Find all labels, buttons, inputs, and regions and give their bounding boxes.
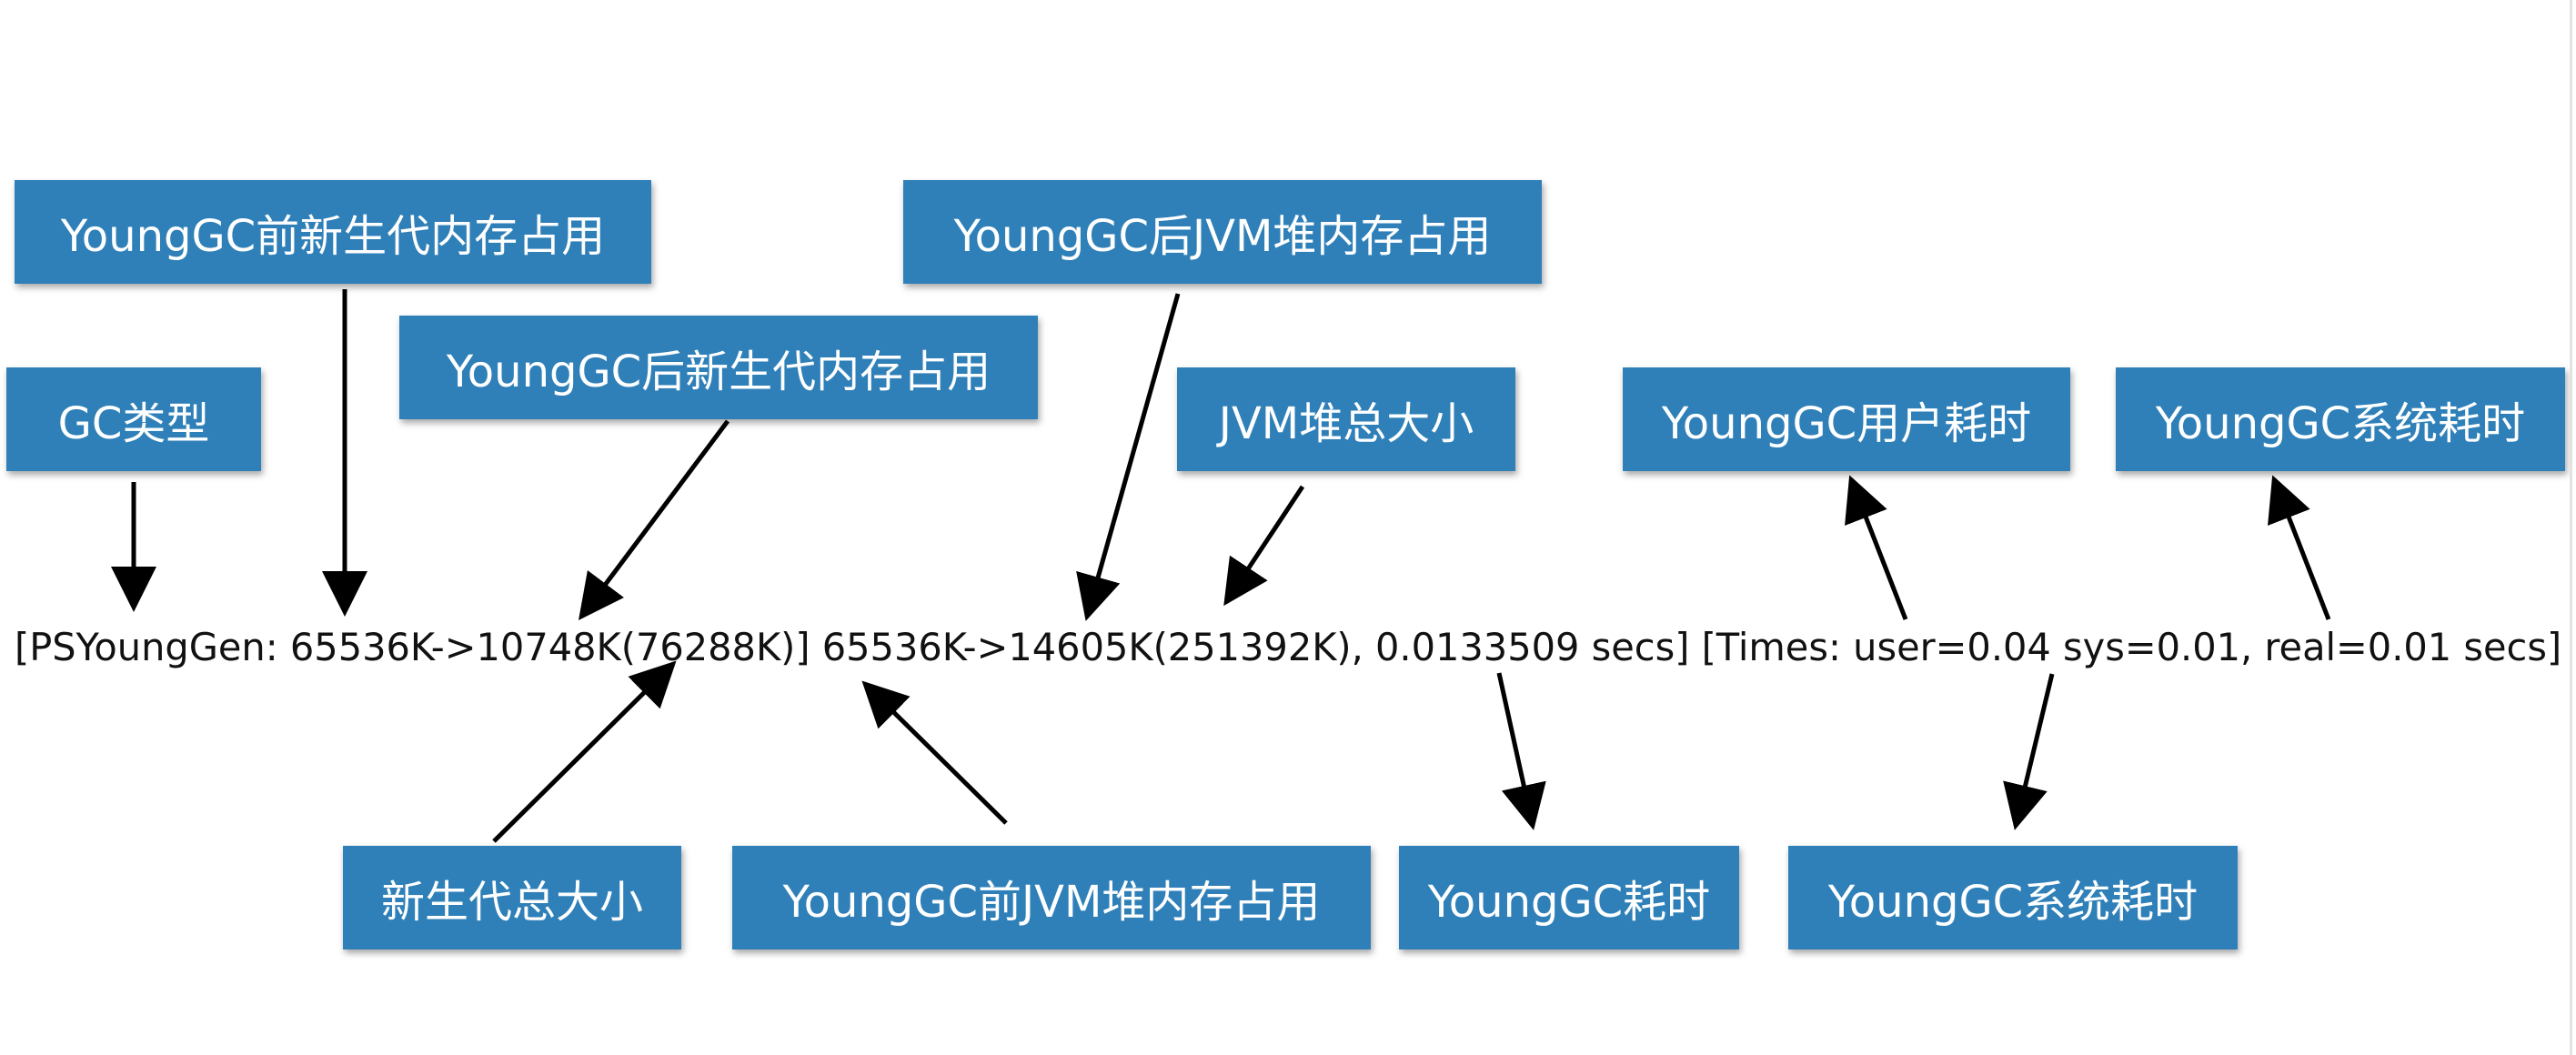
label-gc-time: YoungGC耗时 [1399, 846, 1739, 950]
label-young-before-young: YoungGC前新生代内存占用 [15, 180, 651, 284]
label-sys-time-top: YoungGC系统耗时 [2116, 367, 2565, 471]
arrow-gc-time [1496, 672, 1546, 830]
arrow-young-before-heap [861, 680, 1008, 825]
label-young-after-young: YoungGC后新生代内存占用 [399, 316, 1038, 419]
arrow-sys-time-top [2268, 475, 2331, 620]
arrow-young-after-young [579, 419, 730, 621]
right-edge-rule [2570, 0, 2572, 1055]
gc-log-line: [PSYoungGen: 65536K->10748K(76288K)] 655… [15, 624, 2562, 669]
label-gc-type: GC类型 [6, 367, 261, 471]
arrow-young-total [492, 660, 677, 843]
arrow-heap-total [1223, 485, 1305, 607]
label-heap-total: JVM堆总大小 [1177, 367, 1515, 471]
label-sys-time-bottom: YoungGC系统耗时 [1788, 846, 2238, 950]
label-young-total: 新生代总大小 [343, 846, 681, 950]
arrow-sys-time-bottom [2003, 673, 2055, 830]
label-young-after-heap: YoungGC后JVM堆内存占用 [903, 180, 1542, 284]
label-user-time: YoungGC用户耗时 [1623, 367, 2070, 471]
arrow-young-after-heap [1076, 293, 1181, 621]
label-young-before-heap: YoungGC前JVM堆内存占用 [732, 846, 1371, 950]
arrow-user-time [1845, 475, 1908, 620]
